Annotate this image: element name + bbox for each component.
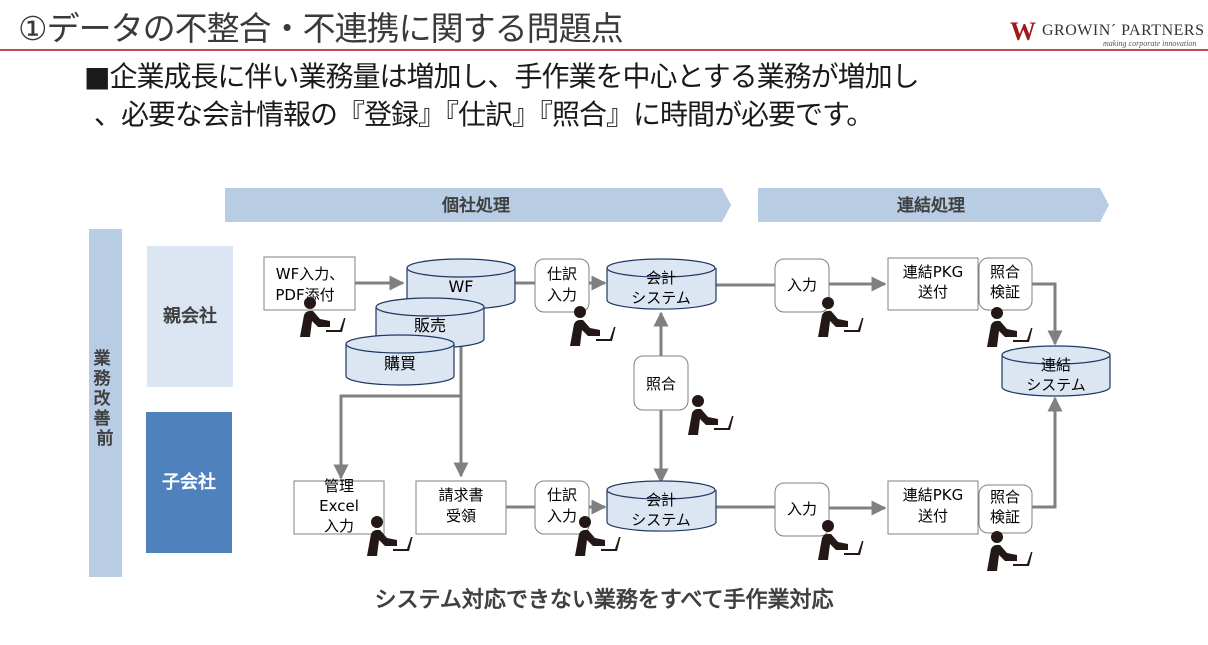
row-subsidiary: 子会社 xyxy=(146,412,232,553)
row-label-parent: 親会社 xyxy=(163,305,217,327)
svg-text:販売: 販売 xyxy=(414,316,446,335)
person-icon xyxy=(688,395,734,435)
phase-label-individual: 個社処理 xyxy=(441,195,510,216)
svg-text:照合: 照合 xyxy=(646,375,676,393)
box-input-child: 入力 xyxy=(774,482,830,537)
person-icon xyxy=(570,306,616,346)
svg-text:照合: 照合 xyxy=(990,263,1020,281)
svg-text:受領: 受領 xyxy=(446,507,476,525)
svg-text:請求書: 請求書 xyxy=(438,486,483,504)
logo-name: GROWIN´ PARTNERS xyxy=(1042,22,1205,39)
side-label-before-improvement: 業 務 改 善 前 xyxy=(89,229,122,577)
company-logo: W GROWIN´ PARTNERS making corporate inno… xyxy=(1010,17,1208,49)
side-char: 改 xyxy=(94,388,112,409)
title-divider xyxy=(0,49,1208,51)
svg-text:システム: システム xyxy=(631,289,691,307)
db-accounting-system-child: 会計 システム xyxy=(606,480,717,532)
person-icon xyxy=(987,307,1033,347)
svg-text:会計: 会計 xyxy=(646,269,676,287)
footer-message: システム対応できない業務をすべて手作業対応 xyxy=(374,588,834,613)
db-accounting-system-parent: 会計 システム xyxy=(606,258,717,310)
box-check-verify-child: 照合 検証 xyxy=(978,484,1033,534)
svg-text:WF: WF xyxy=(448,277,473,296)
connectors xyxy=(333,275,1063,516)
phase-label-consolidation: 連結処理 xyxy=(897,195,965,216)
db-consolidation-system: 連結 システム xyxy=(1001,345,1111,397)
box-check-verify-parent: 照合 検証 xyxy=(978,257,1033,311)
svg-text:照合: 照合 xyxy=(990,488,1020,506)
person-icon xyxy=(987,531,1033,571)
phase-arrow-consolidation: 連結処理 xyxy=(758,188,1109,222)
svg-text:Excel: Excel xyxy=(319,497,359,515)
svg-text:入力: 入力 xyxy=(787,500,817,518)
svg-text:会計: 会計 xyxy=(646,491,676,509)
row-parent-company: 親会社 xyxy=(147,246,233,387)
arrow-db-to-excel xyxy=(333,394,461,480)
lead-text: ■企業成長に伴い業務量は増加し、手作業を中心とする業務が増加し 、必要な会計情報… xyxy=(84,58,920,134)
db-purchase: 購買 xyxy=(345,334,455,386)
svg-text:管理: 管理 xyxy=(324,477,354,495)
svg-text:入力: 入力 xyxy=(324,517,354,535)
svg-text:仕訳: 仕訳 xyxy=(547,265,577,283)
svg-text:購買: 購買 xyxy=(384,354,416,373)
svg-text:連結PKG: 連結PKG xyxy=(903,263,964,281)
svg-text:システム: システム xyxy=(1026,376,1086,394)
svg-text:WF入力、: WF入力、 xyxy=(276,265,344,283)
person-icon xyxy=(818,520,864,560)
arrow-check-to-consolidation xyxy=(1032,282,1063,346)
svg-text:連結PKG: 連結PKG xyxy=(903,486,964,504)
svg-text:入力: 入力 xyxy=(547,286,577,304)
person-icon xyxy=(818,297,864,337)
phase-arrow-individual: 個社処理 xyxy=(225,188,731,222)
side-char: 前 xyxy=(97,428,114,449)
svg-text:送付: 送付 xyxy=(918,283,948,301)
svg-text:システム: システム xyxy=(631,511,691,529)
box-mgmt-excel: 管理 Excel 入力 xyxy=(293,477,385,535)
lead-line-1: ■企業成長に伴い業務量は増加し、手作業を中心とする業務が増加し xyxy=(84,60,920,93)
logo-tagline: making corporate innovation xyxy=(1103,39,1197,48)
svg-text:入力: 入力 xyxy=(547,507,577,525)
svg-text:送付: 送付 xyxy=(918,507,948,525)
svg-text:入力: 入力 xyxy=(787,276,817,294)
box-reconcile: 照合 xyxy=(633,355,689,411)
box-invoice-receipt: 請求書 受領 xyxy=(415,480,507,535)
svg-text:検証: 検証 xyxy=(990,508,1020,526)
svg-text:連結: 連結 xyxy=(1041,356,1071,374)
row-label-subsidiary: 子会社 xyxy=(162,471,216,493)
svg-text:検証: 検証 xyxy=(990,283,1020,301)
box-pkg-send-parent: 連結PKG 送付 xyxy=(887,257,979,311)
side-char: 業 xyxy=(94,348,111,369)
svg-text:業 務 改 善: 業 務 改 善 前 xyxy=(94,348,117,449)
logo-mark-icon: W xyxy=(1010,17,1036,46)
box-input-parent: 入力 xyxy=(774,258,830,313)
svg-text:仕訳: 仕訳 xyxy=(547,486,577,504)
lead-line-2: 、必要な会計情報の『登録』『仕訳』『照合』に時間が必要です。 xyxy=(94,98,874,131)
box-journal-entry-parent: 仕訳 入力 xyxy=(534,258,590,313)
svg-text:PDF添付: PDF添付 xyxy=(275,286,334,304)
box-journal-entry-child: 仕訳 入力 xyxy=(534,480,590,535)
side-char: 務 xyxy=(94,368,112,389)
page-title: ①データの不整合・不連携に関する問題点 xyxy=(18,9,624,48)
arrow-child-check-to-consolidation xyxy=(1032,396,1063,509)
box-pkg-send-child: 連結PKG 送付 xyxy=(887,480,979,535)
person-icon xyxy=(367,516,413,556)
side-char: 善 xyxy=(94,408,111,429)
